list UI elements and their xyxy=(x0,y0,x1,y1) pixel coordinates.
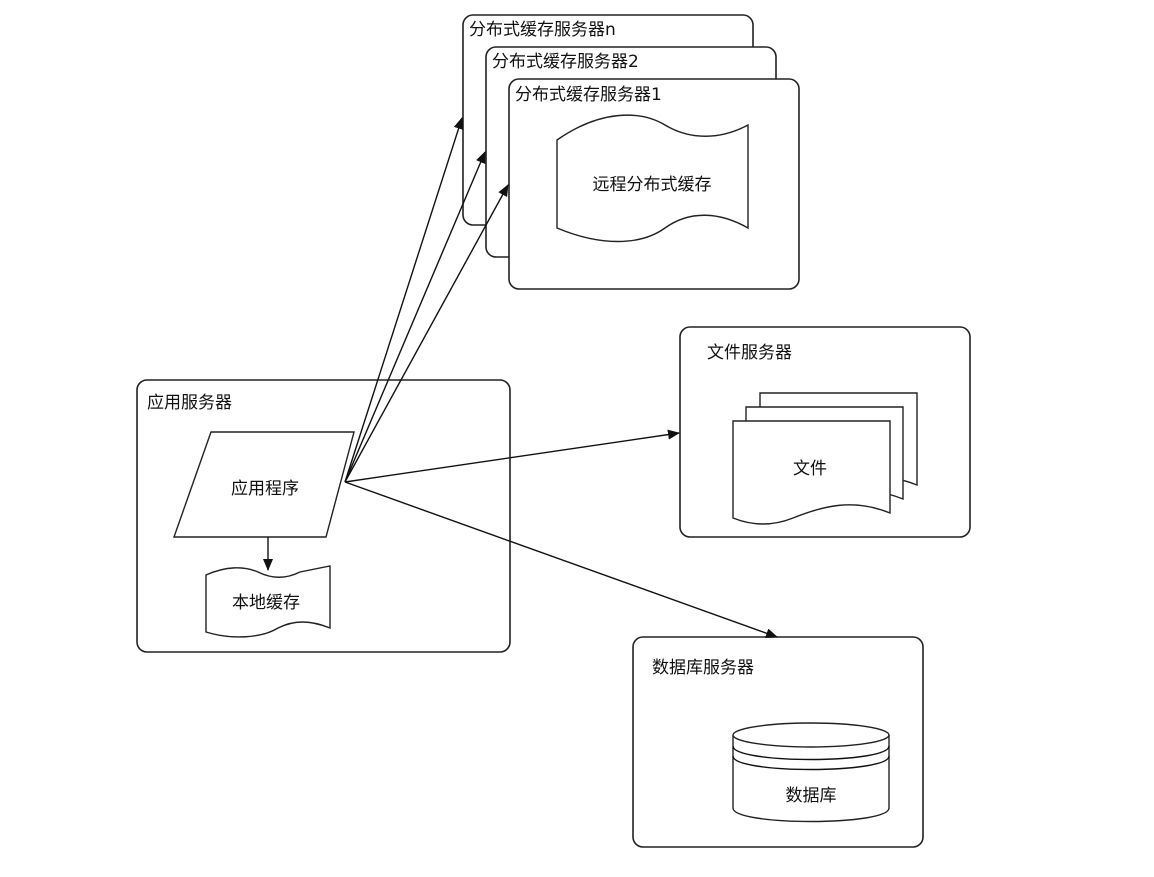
local-cache-shape xyxy=(205,565,331,638)
database-ring-2 xyxy=(732,755,890,771)
database-server-title: 数据库服务器 xyxy=(652,658,754,678)
application-server: 应用服务器 应用程序 本地缓存 xyxy=(136,379,511,653)
edge-app-to-database-server xyxy=(344,481,778,638)
application-program-label: 应用程序 xyxy=(231,479,299,499)
edge-app-to-file-server xyxy=(344,429,680,483)
application-server-title: 应用服务器 xyxy=(147,393,232,413)
cache-server-1: 分布式缓存服务器1 远程分布式缓存 xyxy=(508,78,800,290)
database-cylinder-top xyxy=(732,722,890,748)
edge-app-to-cache-server-2 xyxy=(344,151,486,483)
cache-server-2-title: 分布式缓存服务器2 xyxy=(492,52,639,72)
cache-server-n-title: 分布式缓存服务器n xyxy=(469,20,616,40)
file-server-title: 文件服务器 xyxy=(707,343,792,363)
document-front xyxy=(732,420,891,525)
file-server: 文件服务器 文件 xyxy=(679,326,971,538)
database-cylinder-body xyxy=(732,735,890,823)
cache-server-1-title: 分布式缓存服务器1 xyxy=(515,85,662,105)
remote-cache-label: 远程分布式缓存 xyxy=(593,175,712,195)
edge-app-to-cache-server-n xyxy=(344,117,464,483)
application-program-shape xyxy=(173,431,355,538)
remote-cache-shape xyxy=(556,114,749,243)
database-label: 数据库 xyxy=(786,786,837,806)
file-label: 文件 xyxy=(793,459,827,479)
database-server: 数据库服务器 数据库 xyxy=(632,636,924,848)
local-cache-label: 本地缓存 xyxy=(232,593,300,613)
database-ring-1 xyxy=(732,745,890,761)
edge-app-to-cache-server-1 xyxy=(344,184,509,483)
